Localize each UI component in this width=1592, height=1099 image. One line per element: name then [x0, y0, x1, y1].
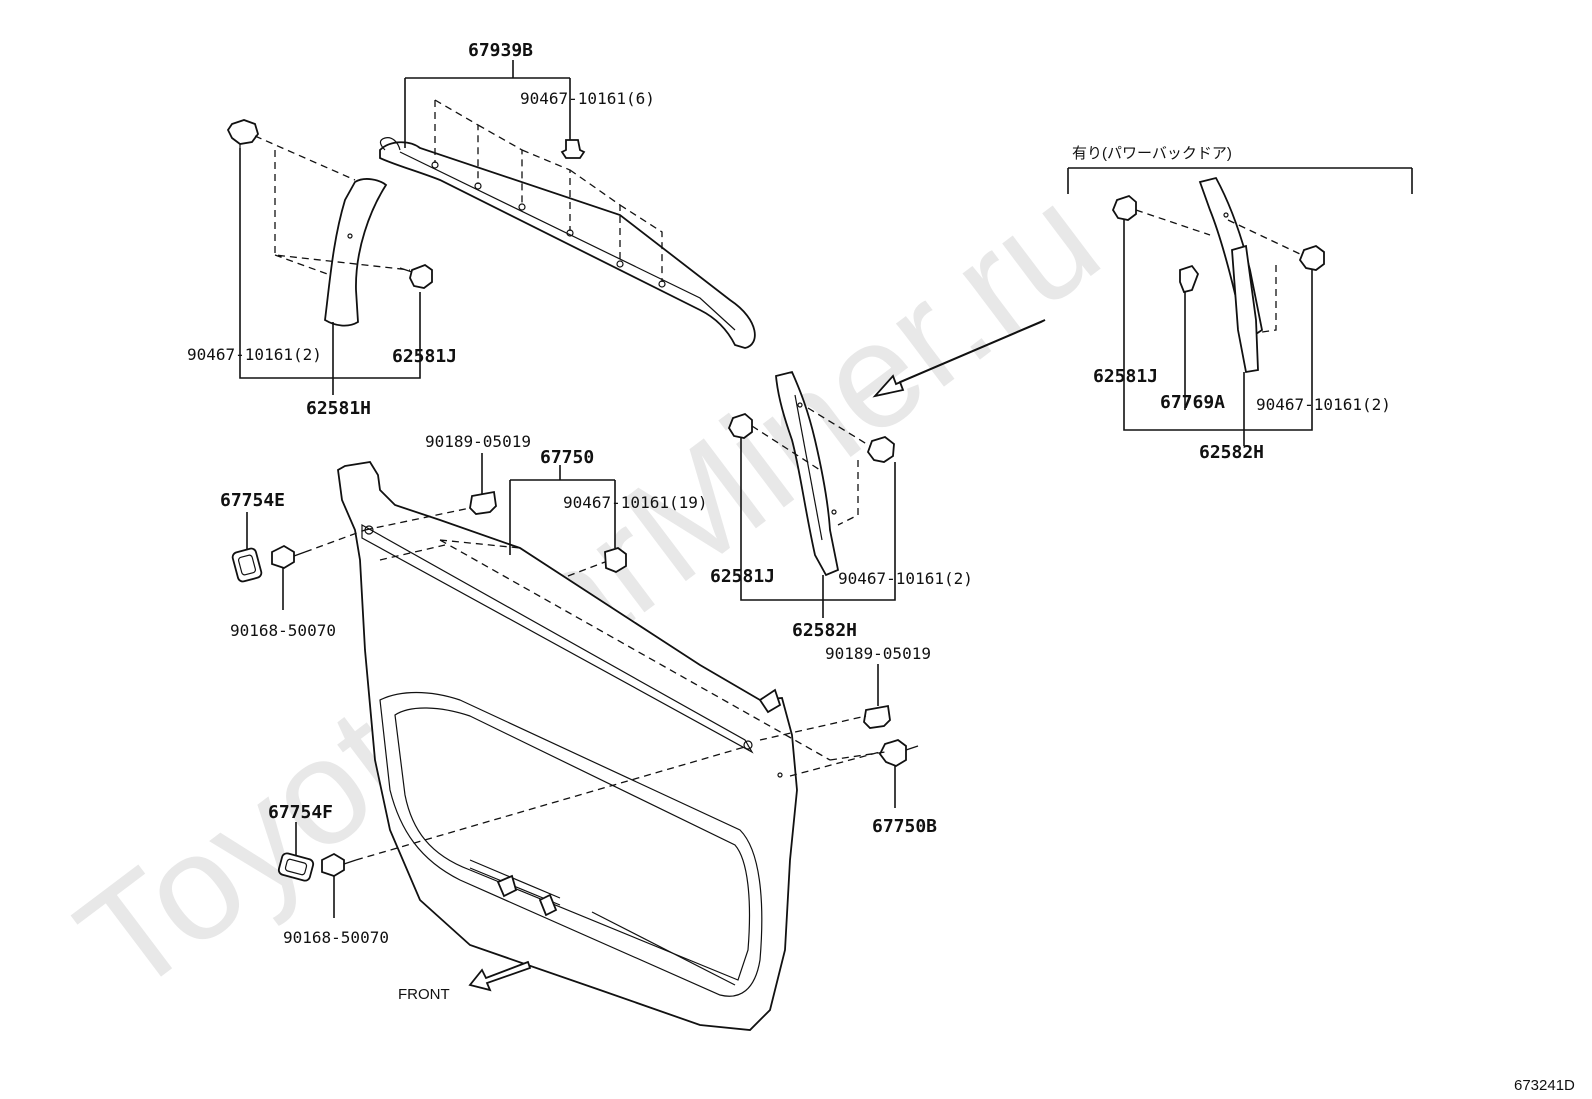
- label-90467-19: 90467-10161(19): [563, 493, 708, 512]
- pad-67754e: [231, 547, 263, 583]
- leader-left-pillar-group: [239, 148, 421, 395]
- clip-90467-top: [560, 139, 586, 159]
- part-62582h-pillar-right: [1198, 176, 1264, 374]
- pad-67754f: [277, 852, 315, 882]
- screw-90168-lower: [321, 852, 357, 877]
- part-62582h-pillar-mid: [775, 370, 840, 577]
- label-62581j-left: 62581J: [392, 346, 457, 367]
- dash-left-pillar: [254, 135, 411, 276]
- clip-90467-left: [226, 119, 259, 148]
- label-67769a: 67769A: [1160, 392, 1225, 413]
- dash-right-pillar: [1135, 209, 1301, 333]
- label-67750: 67750: [540, 447, 594, 468]
- pointer-arrow-icon: [872, 319, 1046, 398]
- leader-mid-pillar-group: [740, 438, 896, 618]
- label-67750b: 67750B: [872, 816, 937, 837]
- label-62581j-mid: 62581J: [710, 566, 775, 587]
- label-90189-upper: 90189-05019: [425, 432, 531, 451]
- option-note: 有り(パワーバックドア): [1072, 145, 1232, 162]
- leader-right-pillar-group: [1123, 220, 1313, 446]
- label-90189-lower: 90189-05019: [825, 644, 931, 663]
- clip-90189-upper: [469, 490, 497, 515]
- diagram-id: 673241D: [1514, 1077, 1575, 1094]
- clip-90467-19: [604, 547, 627, 574]
- label-90467-2-mid: 90467-10161(2): [838, 569, 973, 588]
- screw-90168-upper: [271, 544, 306, 569]
- label-90467-2-left: 90467-10161(2): [187, 345, 322, 364]
- rail-clip-leaders: [434, 99, 663, 282]
- label-90467-2-right: 90467-10161(2): [1256, 395, 1391, 414]
- clip-90467-right: [1298, 244, 1325, 271]
- dash-upper-trim: [304, 507, 831, 761]
- label-62582h-mid: 62582H: [792, 620, 857, 641]
- clip-90189-lower: [863, 704, 891, 729]
- leader-67939b: [404, 60, 571, 148]
- dash-lower-trim: [355, 715, 886, 861]
- leader-67750: [509, 465, 616, 555]
- clip-62581j-left: [399, 263, 433, 289]
- label-67754e: 67754E: [220, 490, 285, 511]
- clip-62581j-mid: [727, 412, 753, 439]
- clip-90467-mid: [866, 436, 895, 463]
- label-67754f: 67754F: [268, 802, 333, 823]
- bracket-option-note: [1067, 167, 1413, 194]
- label-90467-6: 90467-10161(6): [520, 89, 655, 108]
- clip-67750b: [878, 739, 919, 768]
- label-62582h-right: 62582H: [1199, 442, 1264, 463]
- part-67750-door-trim: [337, 461, 798, 1031]
- front-arrow-icon: [468, 960, 532, 992]
- label-62581h: 62581H: [306, 398, 371, 419]
- part-67769a: [1179, 264, 1200, 294]
- dash-mid-pillar: [751, 407, 871, 526]
- part-62581h-pillar: [324, 178, 388, 327]
- label-62581j-right: 62581J: [1093, 366, 1158, 387]
- label-90168-lower: 90168-50070: [283, 928, 389, 947]
- label-67939b: 67939B: [468, 40, 533, 61]
- label-90168-upper: 90168-50070: [230, 621, 336, 640]
- clip-62581j-right: [1111, 194, 1137, 221]
- front-label: FRONT: [398, 986, 450, 1003]
